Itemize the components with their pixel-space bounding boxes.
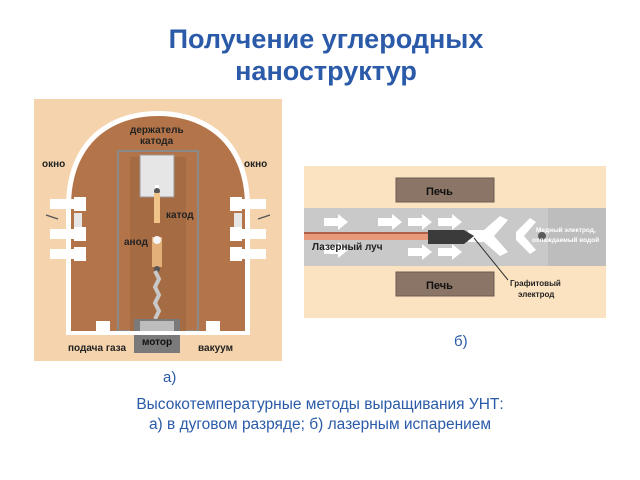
- window-left-label: окно: [42, 159, 65, 170]
- flow-arrows: [324, 214, 536, 260]
- holder-label: держатель: [130, 125, 184, 136]
- electrode-label-2: охлаждаемый водой: [532, 236, 599, 244]
- graphite-label-1: Графитовый: [510, 279, 561, 288]
- graphite-label-2: электрод: [518, 290, 554, 299]
- caption-line-2: а) в дуговом разряде; б) лазерным испаре…: [148, 416, 492, 433]
- anode-label: анод: [124, 237, 149, 248]
- figure-a-caption: а): [163, 369, 177, 386]
- right-ports: [230, 197, 271, 261]
- title-line-1: Получение углеродных: [168, 24, 484, 54]
- window-right-label: окно: [244, 159, 267, 170]
- holder-label-2: катода: [140, 136, 174, 147]
- furnace-bottom-label: Печь: [426, 280, 453, 292]
- furnace-bottom: [395, 271, 495, 297]
- title-line-2: наноструктур: [235, 56, 417, 86]
- electrode-label-1: Медный электрод,: [536, 226, 596, 234]
- arc-discharge-diagram: держатель катода окно окно катод анод по…: [34, 99, 282, 361]
- vacuum-label: вакуум: [198, 343, 233, 354]
- laser-label: Лазерный луч: [312, 242, 383, 253]
- figure-b-caption: б): [454, 333, 468, 350]
- cathode-rod: [154, 193, 160, 223]
- left-ports: [45, 197, 86, 261]
- anode-rod: [152, 237, 162, 267]
- gas-label: подача газа: [68, 343, 127, 354]
- caption-line-1: Высокотемпературные методы выращивания У…: [136, 396, 504, 413]
- drive-shaft: [152, 270, 162, 320]
- laser-beam: [304, 234, 432, 240]
- motor-label: мотор: [142, 337, 172, 348]
- copper-electrode: [548, 208, 606, 266]
- graphite-electrode: [428, 230, 464, 244]
- furnace-top-label: Печь: [426, 186, 453, 198]
- cathode-label: катод: [166, 210, 194, 221]
- laser-ablation-diagram: Печь Печь Лазерный луч Медный электрод, …: [304, 166, 606, 318]
- furnace-top: [395, 177, 495, 203]
